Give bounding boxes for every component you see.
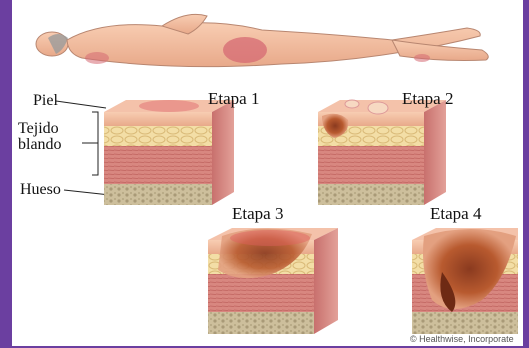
diagram-frame: Piel Tejido blando Hueso Etapa 1 Etapa 2… <box>12 0 523 346</box>
copyright-credit: © Healthwise, Incorporate <box>410 334 514 344</box>
stage-1-tissue-block <box>104 100 234 205</box>
reclining-body <box>36 14 488 66</box>
stage-4-tissue-block <box>412 228 518 334</box>
stage-2-label: Etapa 2 <box>402 90 453 107</box>
soft-tissue-label-line2: blando <box>18 137 62 153</box>
soft-tissue-label-line1: Tejido <box>18 121 59 137</box>
stage-3-label: Etapa 3 <box>232 205 283 222</box>
label-leaders <box>56 101 110 195</box>
pressure-ulcer-illustration <box>12 0 523 346</box>
stage-1-label: Etapa 1 <box>208 90 259 107</box>
stage-3-tissue-block <box>208 228 338 334</box>
stage-2-tissue-block <box>318 100 446 205</box>
stage-4-label: Etapa 4 <box>430 205 481 222</box>
skin-label: Piel <box>33 93 58 109</box>
bone-label: Hueso <box>20 182 61 198</box>
